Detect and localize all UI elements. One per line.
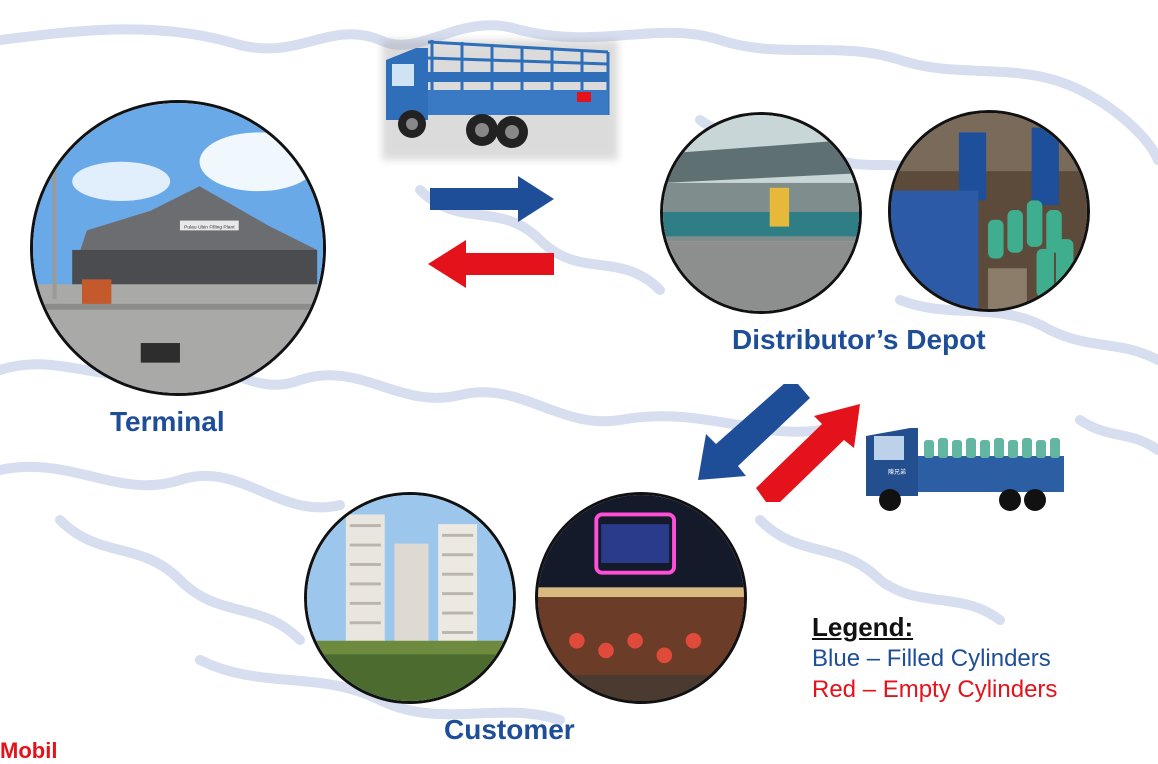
legend-title: Legend: (812, 612, 914, 642)
depot-photo-yard (660, 112, 862, 314)
customer-photo-flats (304, 492, 516, 704)
depot-label: Distributor’s Depot (732, 324, 986, 355)
footer-cut-text: Mobil (0, 738, 58, 763)
filled-arrow-terminal-to-depot (430, 176, 554, 222)
empty-arrow-customer-to-depot (756, 404, 860, 502)
small-truck-image: 陳兄弟 (866, 428, 1064, 511)
empty-arrow-depot-to-terminal (428, 240, 554, 288)
lorry-truck-image (382, 40, 618, 160)
svg-text:陳兄弟: 陳兄弟 (888, 468, 906, 476)
terminal-sign: Pulau Ubin Filling Plant (184, 224, 235, 230)
terminal-photo: Pulau Ubin Filling Plant (30, 100, 326, 396)
legend: Legend: Blue – Filled Cylinders Red – Em… (812, 612, 1057, 705)
depot-photo-cylinders (888, 110, 1090, 312)
legend-empty: Red – Empty Cylinders (812, 676, 1058, 703)
customer-photo-coffeeshop (535, 492, 747, 704)
terminal-label: Terminal (110, 406, 225, 437)
customer-label: Customer (444, 714, 575, 745)
filled-arrow-depot-to-customer (698, 384, 810, 480)
legend-filled: Blue – Filled Cylinders (812, 645, 1051, 672)
